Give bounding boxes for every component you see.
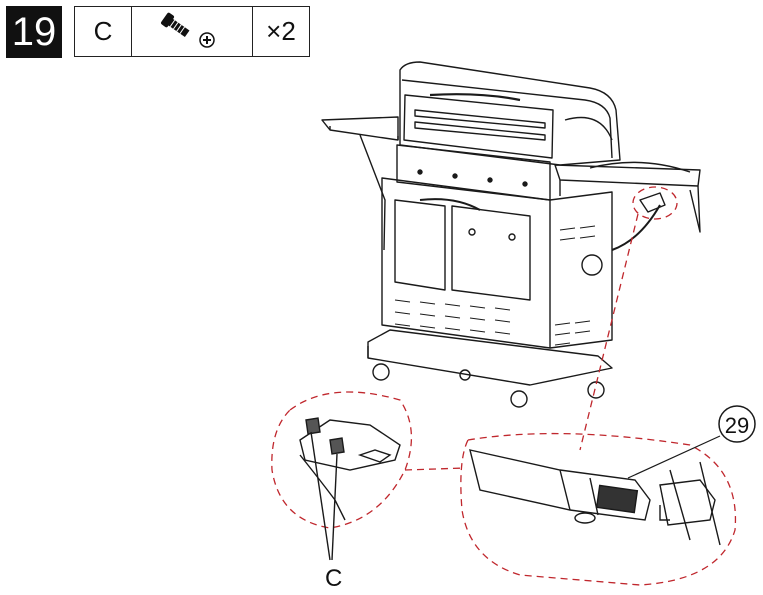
- detail-bubble-right: [460, 432, 737, 586]
- part-number-label: 29: [725, 413, 749, 438]
- callout-leader-right: [579, 213, 639, 451]
- step-header: 19 C ×2: [6, 6, 310, 58]
- step-number: 19: [6, 6, 62, 58]
- grill-hood: [399, 61, 621, 166]
- detail-left-bracket: [299, 417, 401, 521]
- part-letter: C: [75, 7, 132, 56]
- screw-icon: [161, 12, 215, 48]
- callout-leader-left: [404, 467, 466, 471]
- caster-wheel-front-left: [372, 363, 390, 381]
- caster-wheel-rear-right: [587, 381, 605, 399]
- callout-ring-grill: [632, 186, 678, 220]
- part-c-leaders: [310, 431, 338, 561]
- parts-table: C ×2: [74, 6, 310, 57]
- caster-wheel-front-right: [510, 390, 528, 408]
- detail-bubble-left: [271, 391, 413, 529]
- detail-right-valve: [469, 449, 721, 546]
- screw-icon-cell: [132, 7, 253, 56]
- part-letter-label: C: [325, 565, 342, 592]
- part-quantity: ×2: [266, 16, 296, 46]
- part-number-bubble: [718, 405, 756, 443]
